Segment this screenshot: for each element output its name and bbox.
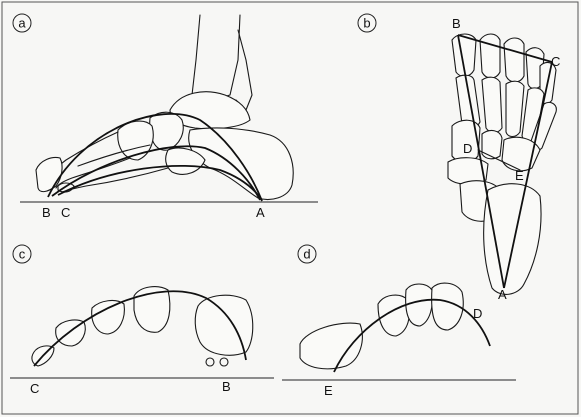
- cuneiform-mid: [482, 131, 502, 159]
- c-bone-heel: [195, 295, 253, 355]
- point-label-b-C: C: [551, 54, 560, 69]
- panel-d-badge: d: [298, 245, 316, 263]
- tibia-outline: [192, 15, 240, 99]
- point-label-d-E: E: [324, 383, 333, 398]
- d-heel-bone: [300, 323, 362, 369]
- c-sesamoid-2: [220, 358, 228, 366]
- badge-label-c: c: [19, 247, 26, 262]
- metatarsal-3: [506, 81, 524, 136]
- point-label-d-D: D: [473, 306, 482, 321]
- metatarsal-2: [482, 77, 502, 132]
- panel-b-badge: b: [358, 14, 376, 32]
- toe-2: [480, 34, 500, 78]
- calcaneus-dorsal: [484, 184, 541, 295]
- panel-b: [448, 34, 556, 294]
- point-label-a-C: C: [61, 205, 70, 220]
- c-sesamoid-1: [206, 358, 214, 366]
- badge-label-b: b: [363, 16, 370, 31]
- toe-3: [504, 38, 524, 82]
- point-label-c-C: C: [30, 381, 39, 396]
- badge-label-d: d: [303, 247, 310, 262]
- point-label-b-D: D: [463, 141, 472, 156]
- point-label-b-A: A: [498, 287, 507, 302]
- panel-d: [282, 283, 516, 380]
- point-label-c-B: B: [222, 379, 231, 394]
- panel-c: [10, 287, 274, 378]
- point-label-a-A: A: [256, 205, 265, 220]
- navicular-bone: [150, 112, 184, 150]
- c-bone-3: [92, 301, 125, 334]
- point-label-b-B: B: [452, 16, 461, 31]
- panel-c-badge: c: [13, 245, 31, 263]
- point-label-a-B: B: [42, 205, 51, 220]
- calcaneus-bone: [189, 128, 293, 200]
- point-label-b-E: E: [515, 168, 524, 183]
- badge-label-a: a: [18, 16, 26, 31]
- panel-a-badge: a: [13, 14, 31, 32]
- d-bone-3: [406, 284, 433, 326]
- panel-a: [20, 15, 318, 202]
